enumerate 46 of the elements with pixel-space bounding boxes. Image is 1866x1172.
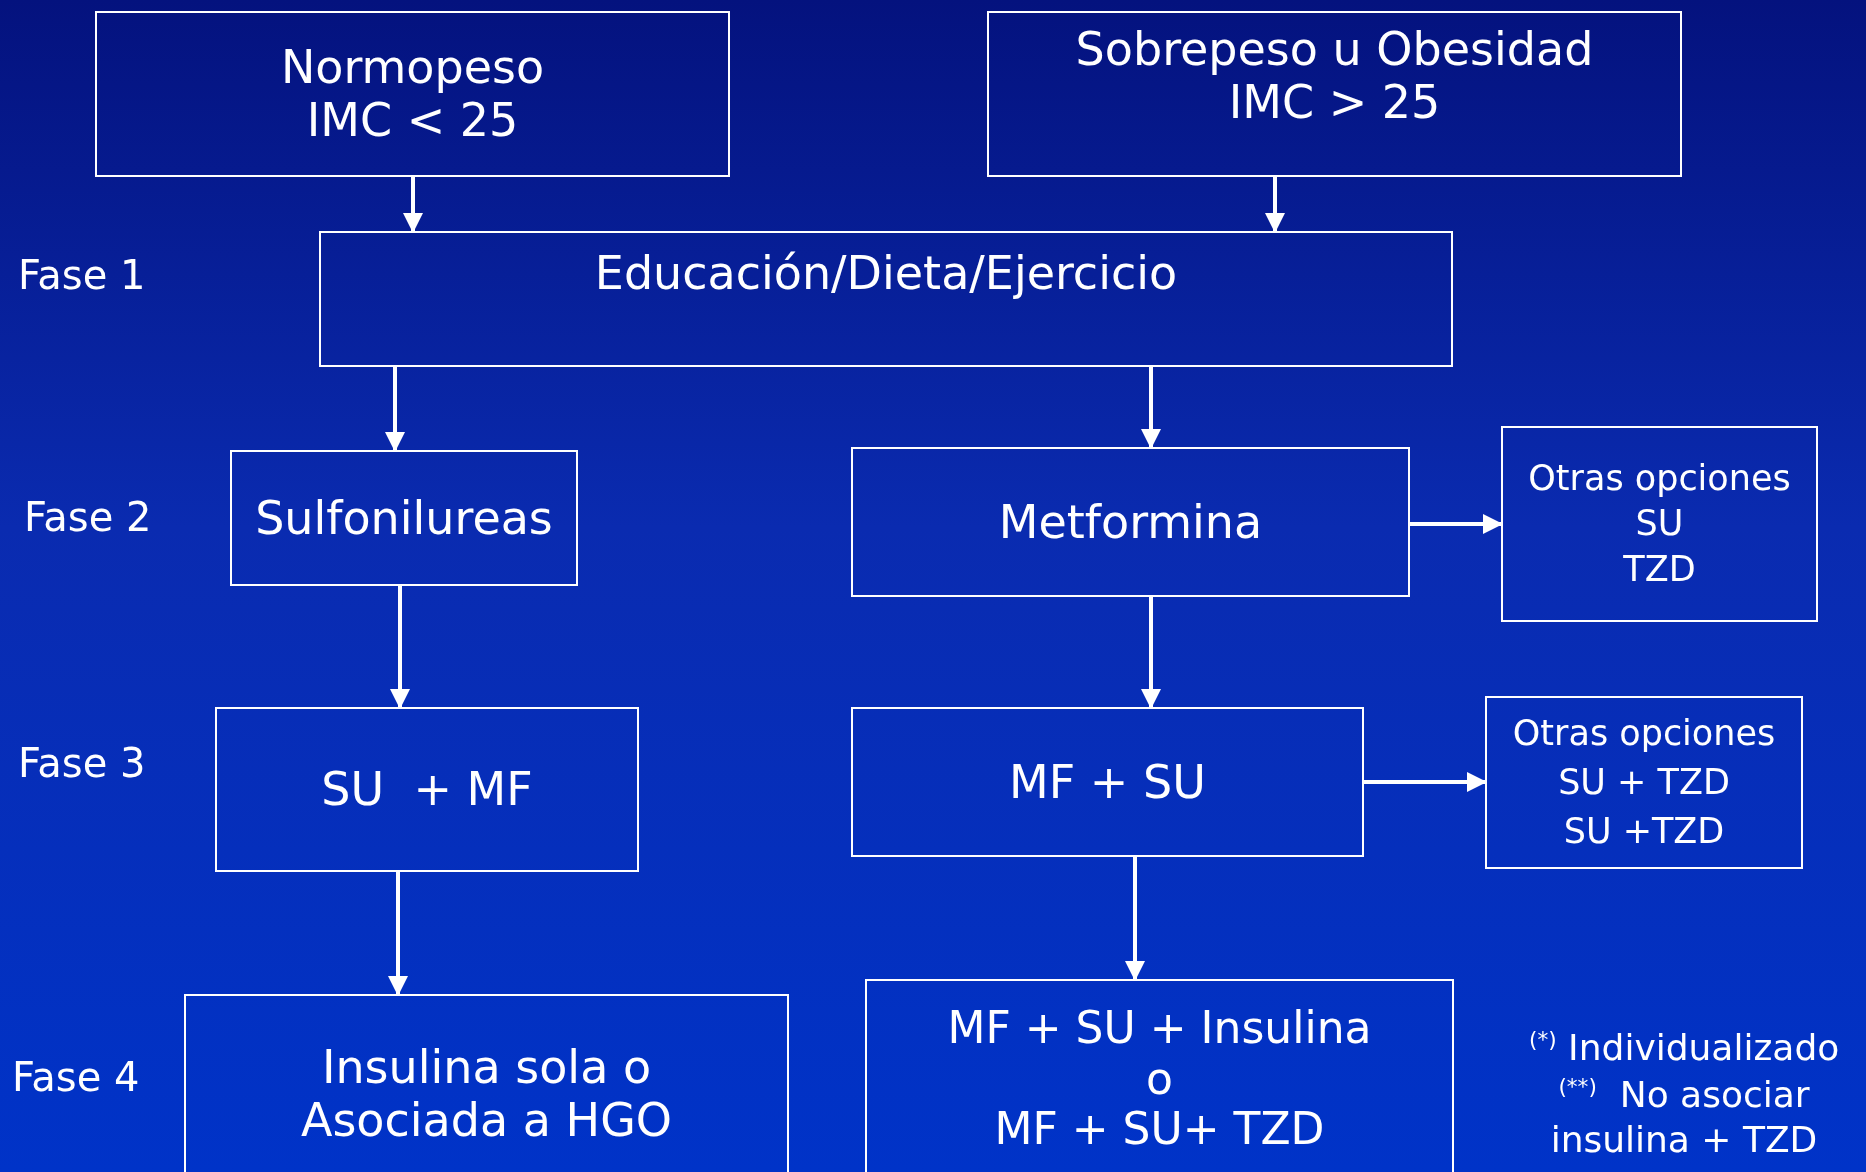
box-text: Otras opciones bbox=[1512, 712, 1776, 755]
box-text: SU + TZD bbox=[1558, 761, 1730, 804]
process-box bbox=[851, 707, 1364, 857]
arrow bbox=[1265, 177, 1285, 233]
box-text: Otras opciones bbox=[1528, 456, 1791, 500]
arrow bbox=[1364, 772, 1487, 792]
process-box bbox=[215, 707, 639, 872]
phase-label: Fase 1 bbox=[18, 251, 146, 300]
process-box bbox=[1485, 696, 1803, 869]
process-box bbox=[851, 447, 1410, 597]
process-box bbox=[1501, 426, 1818, 622]
process-box bbox=[230, 450, 578, 586]
box-text: Educación/Dieta/Ejercicio bbox=[594, 247, 1178, 300]
box-text: Sobrepeso u Obesidad bbox=[1075, 23, 1594, 76]
arrow bbox=[1141, 597, 1161, 709]
phase-label: Fase 4 bbox=[12, 1053, 140, 1102]
arrow bbox=[385, 367, 405, 452]
box-text: IMC < 25 bbox=[306, 94, 519, 147]
box-text: SU bbox=[1635, 502, 1684, 546]
process-box bbox=[184, 994, 789, 1172]
process-box bbox=[865, 979, 1454, 1172]
box-text: MF + SU + Insulina bbox=[947, 1003, 1372, 1054]
box-text: SU +TZD bbox=[1563, 810, 1725, 853]
arrow bbox=[390, 586, 410, 709]
box-text: MF + SU+ TZD bbox=[994, 1104, 1325, 1155]
process-box bbox=[95, 11, 730, 177]
process-box bbox=[319, 231, 1453, 367]
box-text: Normopeso bbox=[280, 41, 545, 94]
phase-label: Fase 2 bbox=[24, 493, 152, 542]
process-box bbox=[987, 11, 1682, 177]
box-text: SU + MF bbox=[321, 763, 533, 816]
arrow bbox=[388, 872, 408, 996]
arrow bbox=[403, 177, 423, 233]
box-text: Sulfonilureas bbox=[255, 491, 553, 545]
arrow bbox=[1125, 857, 1145, 981]
phase-label: Fase 3 bbox=[18, 739, 146, 788]
arrow bbox=[1141, 367, 1161, 449]
footnote: $^{(*)}$ Individualizado bbox=[1529, 1026, 1841, 1070]
box-text: MF + SU bbox=[1009, 755, 1206, 809]
box-text: Insulina sola o Asociada a HGO bbox=[299, 1041, 674, 1147]
box-text: IMC > 25 bbox=[1228, 75, 1441, 129]
box-text: o bbox=[1146, 1053, 1173, 1105]
arrow bbox=[1410, 514, 1503, 534]
footnote: $^{(**)}$ No asociar insulina + TZD bbox=[1549, 1073, 1819, 1162]
box-text: TZD bbox=[1623, 547, 1696, 591]
box-text: Metformina bbox=[998, 495, 1263, 549]
